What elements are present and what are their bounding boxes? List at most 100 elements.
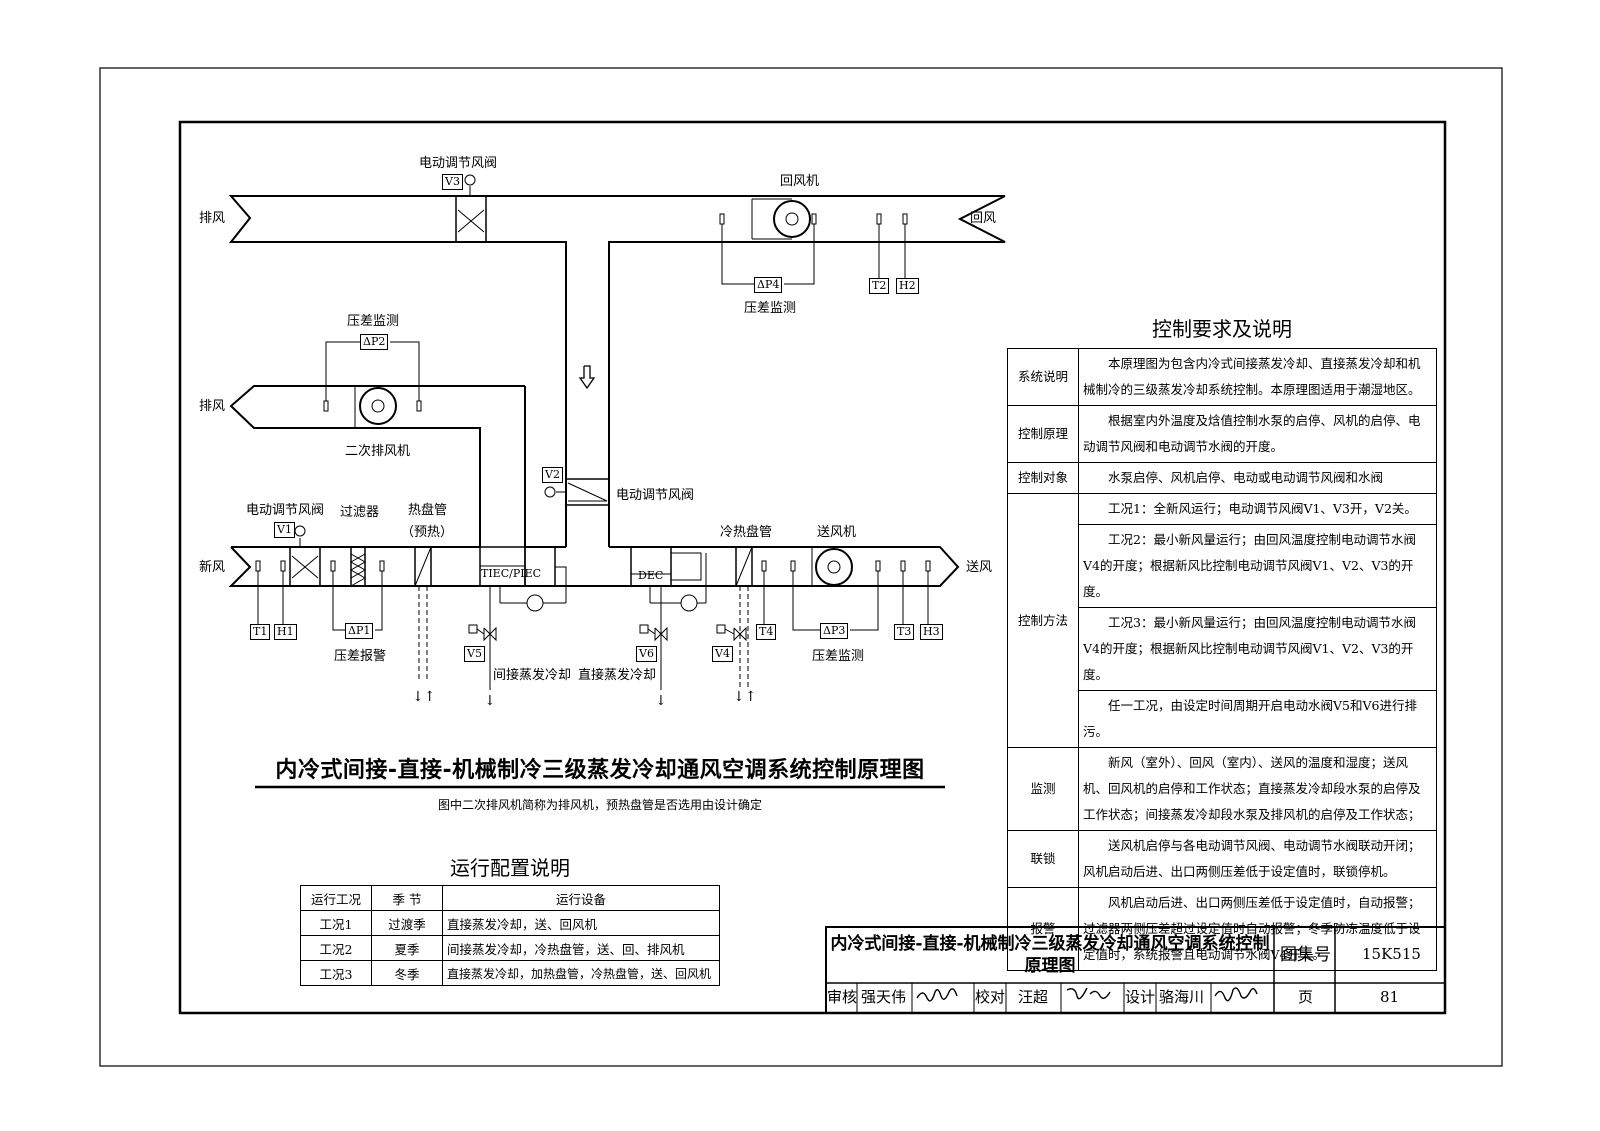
diagram-note: 图中二次排风机简称为排风机，预热盘管是否选用由设计确定	[437, 798, 762, 812]
v4-tag: V4	[712, 646, 733, 662]
v1-tag: V1	[274, 522, 295, 538]
control-row-text: 本原理图为包含内冷式间接蒸发冷却、直接蒸发冷却和机械制冷的三级蒸发冷却系统控制。…	[1078, 348, 1437, 406]
column-header: 运行设备	[442, 885, 720, 911]
run-config-table: 运行工况 季 节 运行设备 工况1 过渡季 直接蒸发冷却，送、回风机 工况2 夏…	[300, 885, 720, 986]
dp-monitor-bottom-label: 压差监测	[812, 649, 865, 664]
control-table-title: 控制要求及说明	[1152, 317, 1292, 341]
heating-coil-label: 热盘管	[408, 503, 448, 518]
supply-air-label: 送风	[966, 560, 993, 575]
cooling-coil-label: 冷热盘管	[720, 525, 773, 540]
control-row-text: 送风机启停与各电动调节风阀、电动调节水阀联动开闭；风机启动后进、出口两侧压差低于…	[1078, 830, 1437, 888]
p3-tag: ΔP3	[820, 623, 849, 639]
drain-arrow-v5: ↓	[484, 693, 496, 709]
dec-unit-label: DEC	[638, 569, 664, 582]
control-row: 任一工况，由设定时间周期开启电动水阀V5和V6进行排污。	[1008, 690, 1437, 748]
p1-tag: ΔP1	[345, 623, 374, 639]
control-row-text: 工况1：全新风运行；电动调节风阀V1、V3开，V2关。	[1078, 493, 1437, 525]
p2-tag: ΔP2	[360, 334, 389, 350]
motor-damper-v3-label: 电动调节风阀	[419, 156, 498, 171]
control-row: 监测 新风（室外）、回风（室内）、送风的温度和湿度；送风机、回风机的启停和工作状…	[1007, 747, 1437, 831]
indirect-evap-label: 间接蒸发冷却	[493, 668, 572, 683]
v5-tag: V5	[464, 646, 485, 662]
table-cell: 直接蒸发冷却，加热盘管，冷热盘管，送、回风机	[442, 960, 720, 986]
control-row: 控制对象 水泵启停、风机启停、电动或电动调节风阀和水阀	[1007, 462, 1437, 494]
control-row-head: 控制原理	[1007, 405, 1079, 463]
v6-tag: V6	[636, 646, 657, 662]
control-row: 报警 风机启动后进、出口两侧压差低于设定值时，自动报警；过滤器两侧压差超过设定值…	[1007, 887, 1437, 971]
control-row-head: 系统说明	[1007, 348, 1079, 406]
table-cell: 工况3	[300, 960, 372, 986]
control-table: 系统说明 本原理图为包含内冷式间接蒸发冷却、直接蒸发冷却和机械制冷的三级蒸发冷却…	[1007, 348, 1437, 971]
preheat-label: （预热）	[401, 525, 454, 540]
control-row-head: 监测	[1007, 747, 1079, 831]
exhaust-mid-label: 排风	[199, 399, 226, 414]
t2-tag: T2	[869, 278, 890, 294]
page-label: 页	[1298, 988, 1314, 1006]
t1-tag: T1	[250, 624, 271, 640]
drain-arrow-v6: ↓	[655, 693, 667, 709]
table-cell: 直接蒸发冷却，送、回风机	[442, 910, 720, 936]
designer-name: 骆海川	[1159, 988, 1205, 1006]
table-cell: 冬季	[371, 960, 443, 986]
table-row: 工况1 过渡季 直接蒸发冷却，送、回风机	[300, 910, 720, 936]
dp-monitor-mid-left-label: 压差监测	[347, 314, 400, 329]
exhaust-top-label: 排风	[199, 211, 226, 226]
pipe-arrows-cooling: ↓↑	[733, 689, 757, 705]
v3-tag: V3	[442, 174, 463, 190]
motor-damper-v2-label: 电动调节风阀	[616, 488, 695, 503]
filter-label: 过滤器	[340, 505, 380, 520]
design-label: 设计	[1125, 988, 1156, 1006]
control-row: 系统说明 本原理图为包含内冷式间接蒸发冷却、直接蒸发冷却和机械制冷的三级蒸发冷却…	[1007, 348, 1437, 406]
table-cell: 过渡季	[371, 910, 443, 936]
dp-alarm-label: 压差报警	[334, 649, 387, 664]
table-cell: 夏季	[371, 935, 443, 961]
t3-tag: T3	[894, 624, 915, 640]
control-row-head: 控制方法	[1007, 493, 1079, 748]
checker-name: 汪超	[1018, 988, 1049, 1006]
check-label: 校对	[975, 988, 1006, 1006]
run-config-title: 运行配置说明	[450, 856, 570, 880]
return-fan-label: 回风机	[780, 174, 820, 189]
control-row-text: 工况3：最小新风量运行；由回风温度控制电动调节水阀V4的开度；根据新风比控制电动…	[1078, 607, 1437, 691]
return-air-label: 回风	[970, 211, 997, 226]
control-row-text: 风机启动后进、出口两侧压差低于设定值时，自动报警；过滤器两侧压差超过设定值时自动…	[1078, 887, 1437, 971]
control-row-text: 工况2：最小新风量运行；由回风温度控制电动调节水阀V4的开度；根据新风比控制电动…	[1078, 524, 1437, 608]
secondary-exhaust-fan-label: 二次排风机	[345, 444, 411, 459]
control-row: 工况2：最小新风量运行；由回风温度控制电动调节水阀V4的开度；根据新风比控制电动…	[1008, 524, 1437, 608]
signatures	[916, 987, 1258, 1002]
control-row-head: 联锁	[1007, 830, 1079, 888]
table-row: 工况3 冬季 直接蒸发冷却，加热盘管，冷热盘管，送、回风机	[300, 960, 720, 986]
control-row-text: 水泵启停、风机启停、电动或电动调节风阀和水阀	[1078, 462, 1437, 494]
h2-tag: H2	[896, 278, 919, 294]
title-block-title: 内冷式间接-直接-机械制冷三级蒸发冷却通风空调系统控制原理图	[830, 934, 1270, 976]
table-cell: 间接蒸发冷却，冷热盘管，送、回、排风机	[442, 935, 720, 961]
t4-tag: T4	[756, 624, 777, 640]
p4-tag: ΔP4	[754, 277, 783, 293]
pipe-arrows-heating: ↓↑	[412, 689, 436, 705]
control-row: 工况3：最小新风量运行；由回风温度控制电动调节水阀V4的开度；根据新风比控制电动…	[1008, 607, 1437, 691]
v2-tag: V2	[542, 467, 563, 483]
column-header: 季 节	[371, 885, 443, 911]
fresh-air-label: 新风	[199, 560, 226, 575]
control-row: 控制原理 根据室内外温度及焓值控制水泵的启停、风机的启停、电动调节风阀和电动调节…	[1007, 405, 1437, 463]
control-row-head: 报警	[1007, 887, 1079, 971]
h1-tag: H1	[274, 624, 297, 640]
control-row-text: 任一工况，由设定时间周期开启电动水阀V5和V6进行排污。	[1078, 690, 1437, 748]
control-row: 控制方法 工况1：全新风运行；电动调节风阀V1、V3开，V2关。	[1007, 493, 1437, 748]
table-cell: 工况2	[300, 935, 372, 961]
control-row: 联锁 送风机启停与各电动调节风阀、电动调节水阀联动开闭；风机启动后进、出口两侧压…	[1007, 830, 1437, 888]
direct-evap-label: 直接蒸发冷却	[578, 668, 657, 683]
motor-damper-v1-label: 电动调节风阀	[246, 503, 325, 518]
control-row-text: 新风（室外）、回风（室内）、送风的温度和湿度；送风机、回风机的启停和工作状态；直…	[1078, 747, 1437, 831]
table-header-row: 运行工况 季 节 运行设备	[300, 885, 720, 911]
table-row: 工况2 夏季 间接蒸发冷却，冷热盘管，送、回、排风机	[300, 935, 720, 961]
control-row-head: 控制对象	[1007, 462, 1079, 494]
reviewer-name: 强天伟	[861, 988, 907, 1006]
table-cell: 工况1	[300, 910, 372, 936]
h3-tag: H3	[920, 624, 943, 640]
atlas-label: 图集号	[1280, 945, 1331, 965]
supply-fan-label: 送风机	[817, 525, 857, 540]
dp-monitor-top-right-label: 压差监测	[744, 301, 797, 316]
diagram-title: 内冷式间接-直接-机械制冷三级蒸发冷却通风空调系统控制原理图	[275, 758, 925, 783]
